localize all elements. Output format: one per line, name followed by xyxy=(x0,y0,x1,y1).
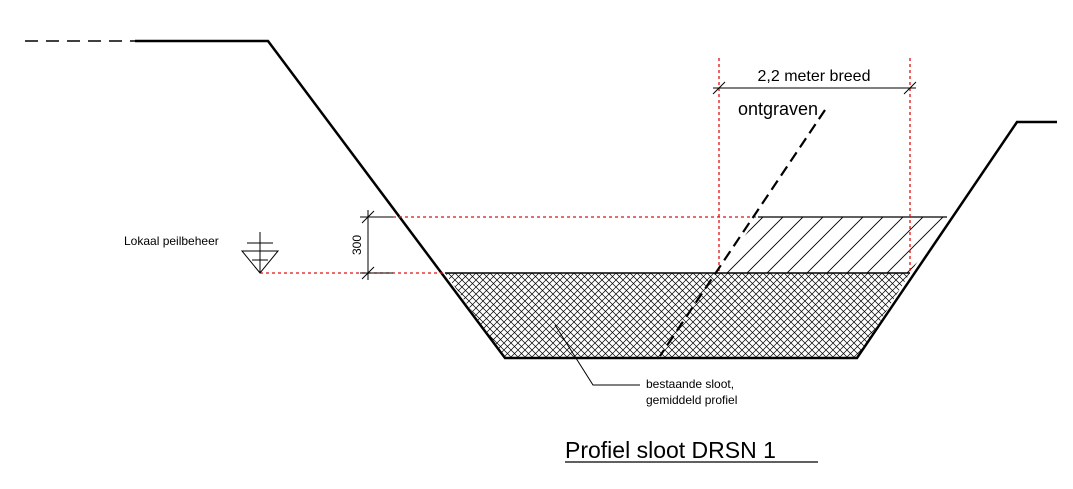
water-level-symbol xyxy=(240,232,280,274)
width-label: 2,2 meter breed xyxy=(758,68,871,85)
excavation-slope-dashed xyxy=(659,109,826,357)
excavation-area xyxy=(719,217,947,273)
existing-ditch-area xyxy=(445,273,910,358)
existing-ditch-label-line1: bestaande sloot, xyxy=(646,377,734,391)
width-dimension xyxy=(712,81,917,95)
depth-dimension xyxy=(360,210,393,280)
ditch-profile-line xyxy=(135,39,1057,360)
water-level-label: Lokaal peilbeheer xyxy=(124,234,219,248)
drawing-title: Profiel sloot DRSN 1 xyxy=(565,437,776,463)
depth-label: 300 xyxy=(350,235,364,255)
excavated-label: ontgraven xyxy=(738,99,818,119)
existing-ditch-label-line2: gemiddeld profiel xyxy=(646,393,737,407)
existing-ditch-leader xyxy=(554,324,640,386)
